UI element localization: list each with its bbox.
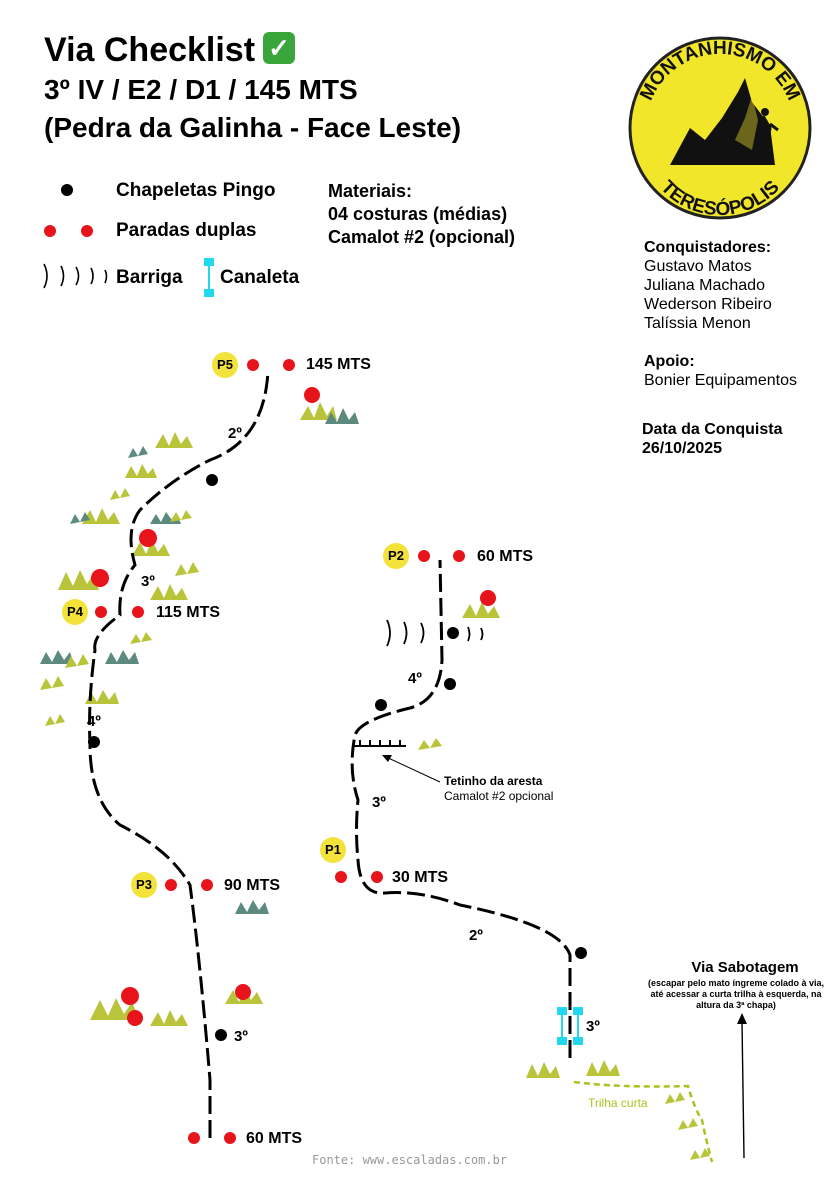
bolt-p2-lower xyxy=(444,678,456,690)
belay-height-p4: 115 MTS xyxy=(156,604,221,621)
neighbor-route-arrowhead xyxy=(737,1013,747,1024)
belay-badge-p2: P2 xyxy=(383,543,409,569)
conqueror-2: Juliana Machado xyxy=(644,277,765,294)
roof-note-subtitle: Camalot #2 opcional xyxy=(444,789,554,803)
bolt-p3-pitch xyxy=(215,1029,227,1041)
materials-heading: Materiais: xyxy=(328,181,413,201)
belay-height-p5: 145 MTS xyxy=(306,356,371,373)
logo-text-bottom: TERESÓPOLIS xyxy=(656,177,783,221)
location-line: (Pedra da Galinha - Face Leste) xyxy=(44,112,462,143)
anchor-p3-right xyxy=(201,879,213,891)
anchor-p4-right xyxy=(132,606,144,618)
legend-gully-label: Canaleta xyxy=(220,267,300,288)
bolt-p2-left xyxy=(375,699,387,711)
trail-label: Trilha curta xyxy=(588,1096,648,1110)
belay-height-p2: 60 MTS xyxy=(477,548,534,565)
title-text: Via Checklist xyxy=(44,31,256,69)
grade-p4-upper: 3º xyxy=(141,573,155,590)
logo-emblem xyxy=(628,36,812,220)
overhang-marks xyxy=(386,619,484,647)
bolt-p2-upper xyxy=(447,627,459,639)
bolt-p1-pitch xyxy=(575,947,587,959)
belay-height-p1: 30 MTS xyxy=(392,869,449,886)
grade-p5-section: 2º xyxy=(228,425,242,442)
check-icon: ✓ xyxy=(263,32,296,65)
gully-marker xyxy=(557,1007,583,1045)
belay-badge-p3: P3 xyxy=(131,872,157,898)
date-heading: Data da Conquista xyxy=(642,421,783,438)
neighbor-route-name: Via Sabotagem xyxy=(691,959,799,976)
anchor-p5-left xyxy=(247,359,259,371)
date-value: 26/10/2025 xyxy=(642,440,723,457)
approach-trail xyxy=(573,1080,714,1163)
bolt-p5-pitch xyxy=(206,474,218,486)
roof-feature xyxy=(354,740,406,747)
grade-p1-lower: 2º xyxy=(469,927,483,944)
belay-badge-p4: P4 xyxy=(62,599,88,625)
materials-item-2: Camalot #2 (opcional) xyxy=(328,227,516,247)
anchor-p3-left xyxy=(165,879,177,891)
anchor-p2-right xyxy=(453,550,465,562)
grade-p3-section: 3º xyxy=(234,1028,248,1045)
support-heading: Apoio: xyxy=(644,353,695,370)
start-height: 60 MTS xyxy=(246,1130,303,1147)
roof-note-title: Tetinho da aresta xyxy=(444,774,543,788)
legend-anchor-icon-2 xyxy=(81,225,93,237)
route-line-right xyxy=(350,559,572,1058)
legend-bolt-label: Chapeletas Pingo xyxy=(116,180,276,201)
anchor-start-left xyxy=(188,1132,200,1144)
roof-pointer-line xyxy=(383,755,441,783)
anchor-p2-left xyxy=(418,550,430,562)
legend-anchor-icon-1 xyxy=(44,225,56,237)
grade-p4-lower: 4º xyxy=(87,713,101,730)
roof-pointer-arrowhead xyxy=(382,755,392,762)
belay-badge-p5: P5 xyxy=(212,352,238,378)
anchor-p4-left xyxy=(95,606,107,618)
neighbor-route-arrow xyxy=(741,1021,745,1159)
legend-overhang-label: Barriga xyxy=(116,267,183,288)
anchor-p1-right xyxy=(371,871,383,883)
anchor-p1-left xyxy=(335,871,347,883)
belay-badge-p1: P1 xyxy=(320,837,346,863)
conqueror-1: Gustavo Matos xyxy=(644,258,752,275)
grade-p2-section: 4º xyxy=(408,670,422,687)
support-name: Bonier Equipamentos xyxy=(644,372,797,389)
legend-anchor-label: Paradas duplas xyxy=(116,220,257,241)
anchor-p5-right xyxy=(283,359,295,371)
conqueror-4: Talíssia Menon xyxy=(644,315,751,332)
legend-bolt-icon xyxy=(61,184,73,196)
vegetation xyxy=(40,387,710,1160)
grade-p1-upper: 3º xyxy=(372,794,386,811)
anchor-start-right xyxy=(224,1132,236,1144)
neighbor-route-note: (escapar pelo mato íngreme colado à via,… xyxy=(647,978,825,1010)
belay-height-p3: 90 MTS xyxy=(224,877,281,894)
page-title: Via Checklist✓ xyxy=(44,30,296,70)
route-line-left xyxy=(88,369,270,1138)
legend-gully-icon xyxy=(204,258,214,297)
source-footer: Fonte: www.escaladas.com.br xyxy=(312,1153,508,1167)
conquerors-heading: Conquistadores: xyxy=(644,239,772,256)
bolt-p4-pitch xyxy=(88,736,100,748)
conqueror-3: Wederson Ribeiro xyxy=(644,296,772,313)
legend-overhang-icon xyxy=(43,263,108,289)
logo-text-top: MONTANHISMO EM xyxy=(636,38,804,104)
grade-line: 3º IV / E2 / D1 / 145 MTS xyxy=(44,74,358,105)
materials-item-1: 04 costuras (médias) xyxy=(328,204,508,224)
grade-start: 3º xyxy=(586,1018,600,1035)
